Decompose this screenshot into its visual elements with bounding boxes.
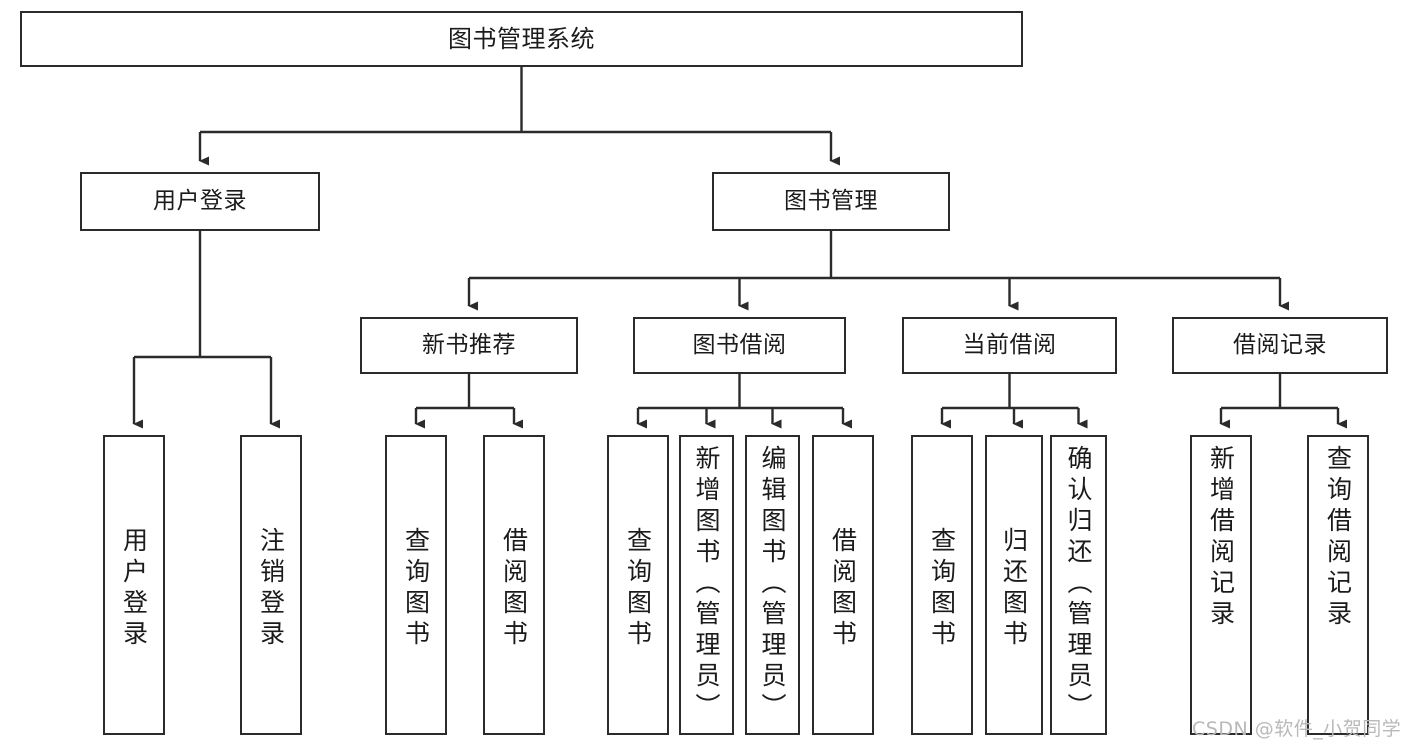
node-label-book-manage: 图书管理: [784, 188, 878, 214]
node-label-leaf-add-record: 新增借阅记录: [1206, 445, 1236, 631]
node-leaf-borrow-book-1: 借阅图书: [483, 435, 545, 735]
node-label-leaf-edit-book: 编辑图书（管理员）: [758, 445, 787, 724]
node-leaf-user-login: 用户登录: [103, 435, 165, 735]
node-label-leaf-query-record: 查询借阅记录: [1323, 445, 1353, 631]
node-user-login: 用户登录: [80, 172, 320, 231]
node-book-manage: 图书管理: [712, 172, 950, 231]
node-label-book-borrow: 图书借阅: [692, 332, 787, 358]
node-label-root: 图书管理系统: [448, 25, 595, 53]
node-leaf-borrow-book-2: 借阅图书: [812, 435, 874, 735]
node-leaf-query-book-2: 查询图书: [607, 435, 669, 735]
node-label-leaf-borrow-book-2: 借阅图书: [828, 527, 858, 651]
node-label-leaf-query-book-3: 查询图书: [927, 527, 957, 651]
node-new-book-rec: 新书推荐: [360, 317, 578, 374]
node-root: 图书管理系统: [20, 11, 1023, 67]
node-label-leaf-query-book-1: 查询图书: [401, 527, 431, 651]
node-leaf-query-book-1: 查询图书: [385, 435, 447, 735]
node-label-leaf-confirm-return: 确认归还（管理员）: [1064, 445, 1093, 724]
node-label-leaf-return-book: 归还图书: [999, 527, 1029, 651]
node-leaf-query-record: 查询借阅记录: [1307, 435, 1369, 735]
node-label-borrow-record: 借阅记录: [1233, 332, 1327, 358]
node-current-borrow: 当前借阅: [902, 317, 1117, 374]
node-label-leaf-query-book-2: 查询图书: [623, 527, 653, 651]
node-label-leaf-borrow-book-1: 借阅图书: [499, 527, 529, 651]
node-book-borrow: 图书借阅: [633, 317, 846, 374]
node-leaf-return-book: 归还图书: [985, 435, 1043, 735]
node-leaf-query-book-3: 查询图书: [911, 435, 973, 735]
node-label-new-book-rec: 新书推荐: [422, 332, 516, 358]
node-label-leaf-logout: 注销登录: [256, 527, 286, 651]
node-label-user-login: 用户登录: [153, 188, 247, 214]
node-leaf-logout: 注销登录: [240, 435, 302, 735]
node-leaf-confirm-return: 确认归还（管理员）: [1050, 435, 1107, 735]
node-label-current-borrow: 当前借阅: [962, 332, 1057, 358]
node-leaf-add-book: 新增图书（管理员）: [679, 435, 734, 735]
node-borrow-record: 借阅记录: [1172, 317, 1388, 374]
node-leaf-add-record: 新增借阅记录: [1190, 435, 1252, 735]
node-label-leaf-user-login: 用户登录: [119, 527, 149, 651]
node-label-leaf-add-book: 新增图书（管理员）: [692, 445, 721, 724]
node-leaf-edit-book: 编辑图书（管理员）: [745, 435, 800, 735]
